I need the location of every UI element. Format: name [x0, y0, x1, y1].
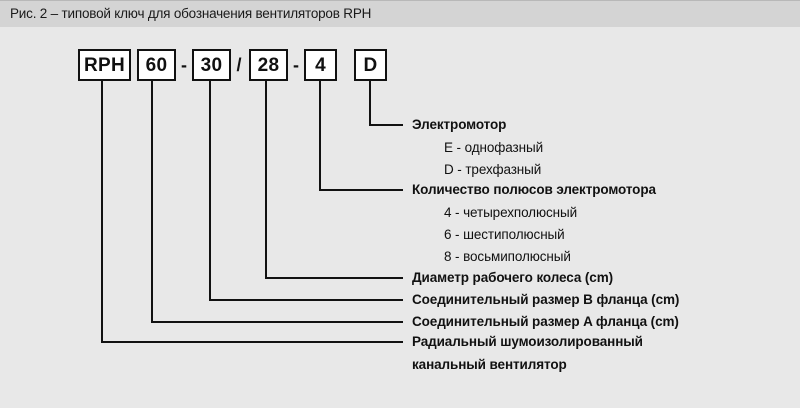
connector-vline-impeller-diameter — [265, 81, 267, 279]
connector-vline-flange-a — [151, 81, 153, 323]
code-box-4: 4 — [304, 49, 337, 81]
separator-dash-1: - — [181, 55, 187, 75]
label-flange-a-title: Соединительный размер A фланца (cm) — [412, 314, 679, 329]
type-key-diagram: RPH 60 - 30 / 28 - 4 D Электромотор E - … — [0, 27, 800, 408]
label-product-type-line1: Радиальный шумоизолированный — [412, 334, 643, 349]
label-pole-count-option-2: 8 - восьмиполюсный — [444, 249, 571, 264]
code-box-d: D — [354, 49, 387, 81]
connector-hline-motor-type — [369, 124, 403, 126]
connector-hline-impeller-diameter — [265, 277, 403, 279]
label-motor-type-option-0: E - однофазный — [444, 140, 544, 155]
header-bar: Рис. 2 – типовой ключ для обозначения ве… — [0, 0, 800, 27]
connector-hline-product-type — [101, 341, 403, 343]
code-box-60: 60 — [137, 49, 176, 81]
label-impeller-diameter-title: Диаметр рабочего колеса (cm) — [412, 270, 613, 285]
label-flange-b-title: Соединительный размер B фланца (cm) — [412, 292, 680, 307]
connector-hline-flange-b — [209, 299, 403, 301]
connector-vline-product-type — [101, 81, 103, 343]
connector-vline-pole-count — [319, 81, 321, 191]
label-motor-type-option-1: D - трехфазный — [444, 162, 542, 177]
connector-vline-flange-b — [209, 81, 211, 301]
label-pole-count-option-0: 4 - четырехполюсный — [444, 205, 578, 220]
connector-vline-motor-type — [369, 81, 371, 126]
label-product-type-line2: канальный вентилятор — [412, 357, 567, 372]
code-box-rph: RPH — [78, 49, 131, 81]
label-pole-count-title: Количество полюсов электромотора — [412, 182, 656, 197]
separator-dash-2: - — [293, 55, 299, 75]
page-title: Рис. 2 – типовой ключ для обозначения ве… — [10, 6, 372, 21]
code-box-28: 28 — [249, 49, 288, 81]
connector-hline-flange-a — [151, 321, 403, 323]
code-box-30: 30 — [192, 49, 231, 81]
label-motor-type-title: Электромотор — [412, 117, 507, 132]
connector-hline-pole-count — [319, 189, 403, 191]
label-pole-count-option-1: 6 - шестиполюсный — [444, 227, 565, 242]
separator-slash: / — [236, 55, 242, 75]
